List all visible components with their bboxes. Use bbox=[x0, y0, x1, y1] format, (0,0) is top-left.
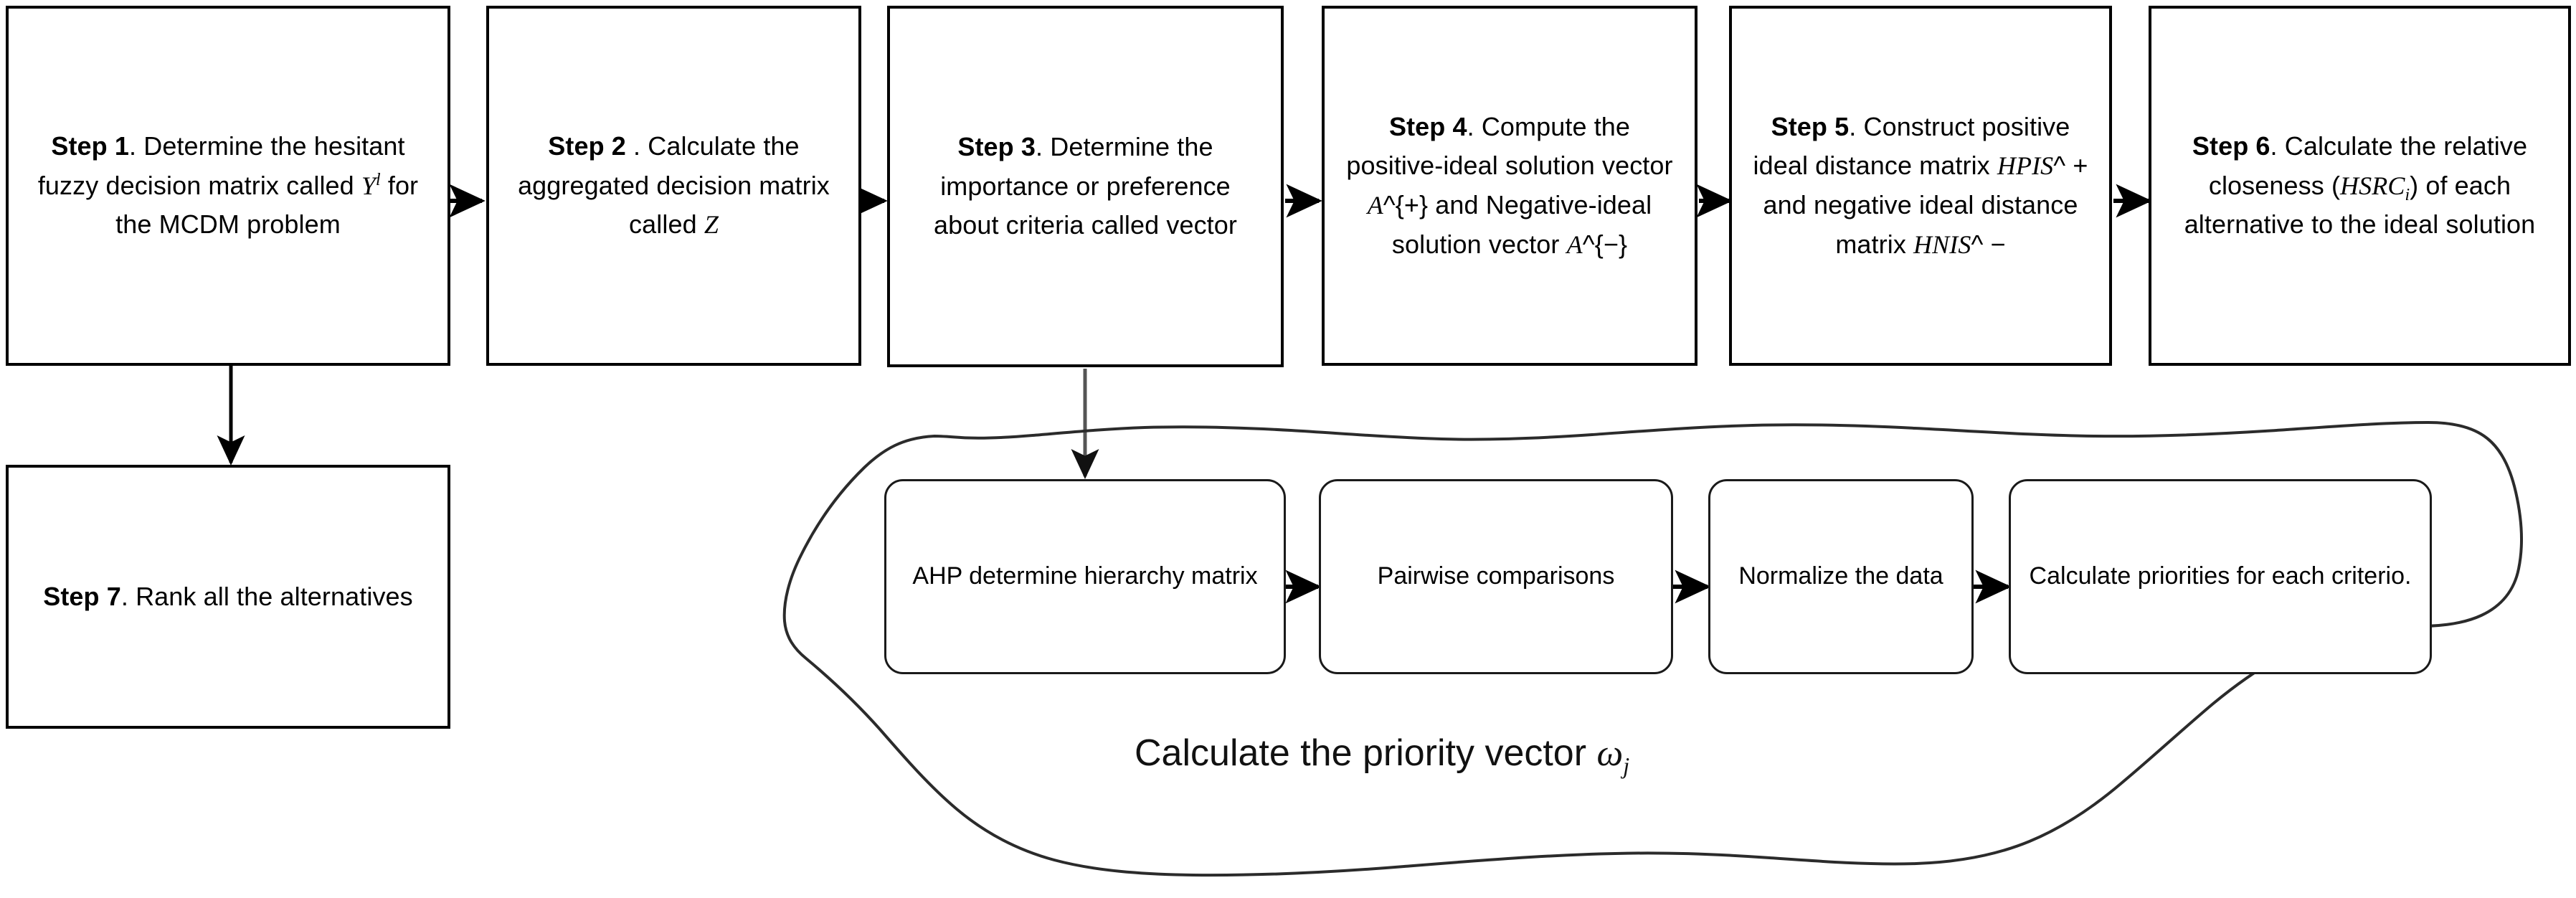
step-4-body-b: and Negative-ideal solution vector bbox=[1391, 190, 1652, 259]
step-6-text: Step 6. Calculate the relative closeness… bbox=[2170, 127, 2549, 245]
step-1-box[interactable]: Step 1. Determine the hesitant fuzzy dec… bbox=[6, 6, 450, 366]
step-3-body-a: Determine the importance or preference a… bbox=[933, 131, 1237, 240]
step-7-sep: . bbox=[120, 581, 136, 611]
omega-symbol: ω bbox=[1596, 733, 1624, 774]
step-3-sep: . bbox=[1036, 131, 1051, 161]
step-4-label: Step 4 bbox=[1388, 111, 1467, 141]
subprocess-normalize-data[interactable]: Normalize the data bbox=[1708, 479, 1974, 674]
step-2-sep: . bbox=[625, 131, 648, 161]
step-5-symbol2: HNIS bbox=[1913, 230, 1971, 259]
step-3-box[interactable]: Step 3. Determine the importance or pref… bbox=[887, 6, 1284, 367]
priority-vector-caption: Calculate the priority vector ωj bbox=[1135, 732, 1630, 779]
step-6-body-a: Calculate the relative closeness ( bbox=[2208, 131, 2528, 200]
step-3-text: Step 3. Determine the importance or pref… bbox=[909, 128, 1262, 245]
subprocess-pairwise-comparisons[interactable]: Pairwise comparisons bbox=[1319, 479, 1673, 674]
step-6-sep: . bbox=[2270, 131, 2285, 161]
step-1-body-a: Determine the hesitant fuzzy decision ma… bbox=[37, 131, 405, 200]
subprocess-calculate-priorities[interactable]: Calculate priorities for each criterio. bbox=[2009, 479, 2432, 674]
step-7-box[interactable]: Step 7. Rank all the alternatives bbox=[6, 465, 450, 729]
step-4-sep: . bbox=[1467, 111, 1482, 141]
step-5-text: Step 5. Construct positive ideal distanc… bbox=[1751, 108, 2090, 265]
subprocess-ahp-hierarchy-label: AHP determine hierarchy matrix bbox=[912, 562, 1258, 590]
omega-subscript: j bbox=[1623, 752, 1630, 779]
step-2-body-a: Calculate the aggregated decision matrix… bbox=[518, 131, 830, 240]
step-4-text: Step 4. Compute the positive-ideal solut… bbox=[1343, 108, 1676, 265]
step-1-body-b: for the MCDM problem bbox=[115, 170, 419, 240]
step-3-label: Step 3 bbox=[957, 131, 1036, 161]
step-1-symbol-sup: l bbox=[376, 170, 381, 189]
step-4-body-a: Compute the positive-ideal solution vect… bbox=[1346, 111, 1673, 181]
step-4-symbol2: A bbox=[1566, 230, 1583, 259]
subprocess-ahp-hierarchy[interactable]: AHP determine hierarchy matrix bbox=[884, 479, 1286, 674]
subprocess-calculate-priorities-label: Calculate priorities for each criterio. bbox=[2029, 562, 2412, 590]
step-6-symbol: HSRC bbox=[2340, 171, 2405, 200]
priority-vector-caption-text: Calculate the priority vector bbox=[1135, 732, 1597, 774]
step-5-label: Step 5 bbox=[1771, 111, 1850, 141]
step-5-sep: . bbox=[1849, 111, 1864, 141]
step-1-symbol: Y bbox=[361, 171, 377, 200]
step-5-body-a: Construct positive ideal distance matrix bbox=[1753, 111, 2070, 181]
step-1-sep: . bbox=[129, 131, 144, 161]
step-7-body-a: Rank all the alternatives bbox=[136, 581, 413, 611]
step-2-box[interactable]: Step 2 . Calculate the aggregated decisi… bbox=[486, 6, 861, 366]
step-5-symbol-sup: ^ + bbox=[2053, 151, 2088, 181]
subprocess-pairwise-comparisons-label: Pairwise comparisons bbox=[1377, 562, 1615, 590]
step-6-body-b: ) of each alternative to the ideal solut… bbox=[2184, 170, 2536, 240]
step-1-text: Step 1. Determine the hesitant fuzzy dec… bbox=[27, 127, 429, 245]
step-5-symbol: HPIS bbox=[1997, 151, 2054, 181]
step-7-text: Step 7. Rank all the alternatives bbox=[27, 577, 429, 617]
step-4-symbol2-sup: ^{−} bbox=[1582, 229, 1628, 259]
step-6-box[interactable]: Step 6. Calculate the relative closeness… bbox=[2149, 6, 2571, 366]
subprocess-normalize-data-label: Normalize the data bbox=[1738, 562, 1943, 590]
step-6-symbol-sub: i bbox=[2405, 185, 2410, 204]
step-2-label: Step 2 bbox=[548, 131, 626, 161]
step-6-label: Step 6 bbox=[2192, 131, 2270, 161]
step-4-box[interactable]: Step 4. Compute the positive-ideal solut… bbox=[1322, 6, 1697, 366]
step-2-symbol: Z bbox=[704, 210, 719, 240]
step-4-symbol: A bbox=[1367, 191, 1383, 219]
step-5-body-b: and negative ideal distance matrix bbox=[1763, 190, 2078, 259]
step-5-box[interactable]: Step 5. Construct positive ideal distanc… bbox=[1729, 6, 2112, 366]
step-7-label: Step 7 bbox=[43, 581, 121, 611]
step-2-text: Step 2 . Calculate the aggregated decisi… bbox=[508, 127, 840, 245]
step-5-symbol2-sup: ^ − bbox=[1971, 229, 2006, 259]
step-4-symbol-sup: ^{+} bbox=[1383, 190, 1429, 219]
step-1-label: Step 1 bbox=[51, 131, 129, 161]
